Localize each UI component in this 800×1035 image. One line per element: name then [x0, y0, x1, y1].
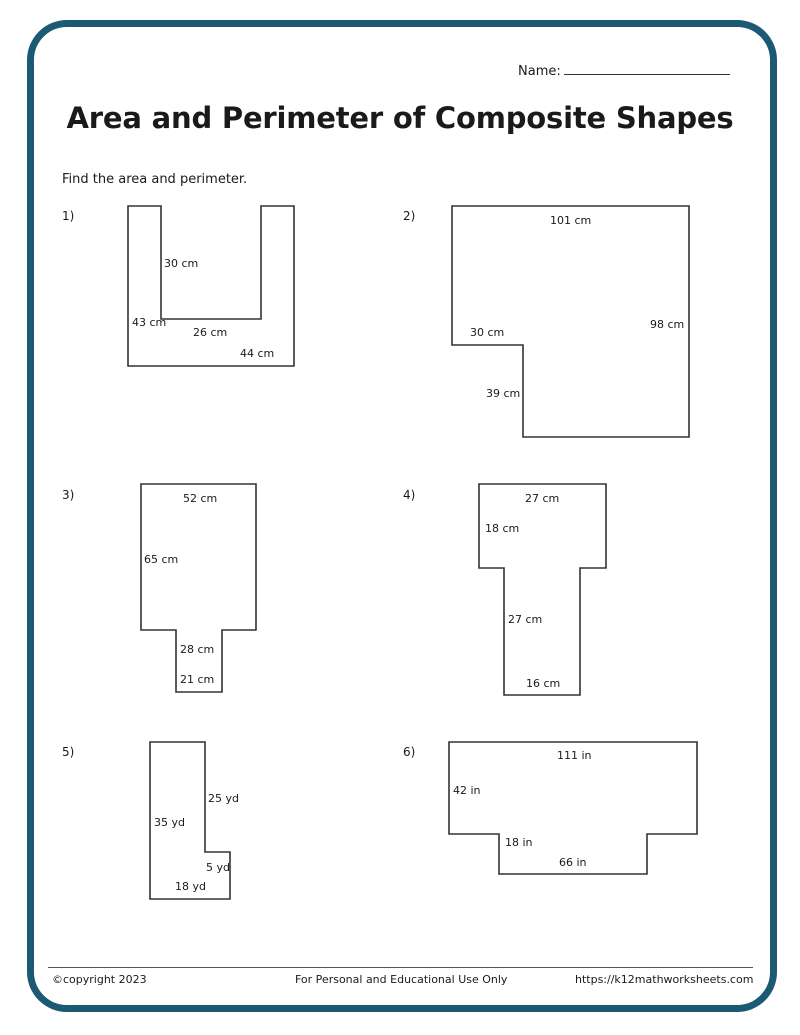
problem-2-label-d: 39 cm: [486, 387, 521, 400]
problem-6-number: 6): [403, 745, 416, 759]
name-field[interactable]: Name:: [518, 62, 730, 79]
problem-5-shape: [149, 741, 231, 900]
problem-3-shape: [140, 483, 257, 693]
footer-copyright: ©copyright 2023: [52, 973, 147, 986]
problem-1-label-b: 43 cm: [132, 316, 167, 329]
problem-5-label-d: 18 yd: [175, 880, 206, 893]
problem-2-shape: [451, 205, 690, 438]
problem-2-label-a: 101 cm: [550, 214, 592, 227]
problem-5-number: 5): [62, 745, 75, 759]
problem-1-label-a: 30 cm: [164, 257, 199, 270]
problem-4-label-b: 18 cm: [485, 522, 520, 535]
problem-6-label-c: 18 in: [505, 836, 533, 849]
problem-1-shape: [127, 205, 295, 367]
problem-4-label-a: 27 cm: [525, 492, 560, 505]
name-blank-line[interactable]: [563, 62, 730, 75]
footer-url-link[interactable]: https://k12mathworksheets.com: [575, 973, 754, 986]
problem-6-label-d: 66 in: [559, 856, 587, 869]
problem-6-label-a: 111 in: [557, 749, 592, 762]
problem-3-label-d: 21 cm: [180, 673, 215, 686]
problem-1-number: 1): [62, 209, 75, 223]
problem-5-label-c: 5 yd: [206, 861, 230, 874]
page-border: [27, 20, 777, 1012]
page-title: Area and Perimeter of Composite Shapes: [66, 101, 734, 135]
name-label: Name:: [518, 64, 561, 79]
problem-3-label-a: 52 cm: [183, 492, 218, 505]
footer-usage-note: For Personal and Educational Use Only: [295, 973, 508, 986]
problem-3-number: 3): [62, 488, 75, 502]
problem-6-label-b: 42 in: [453, 784, 481, 797]
problem-4-shape: [478, 483, 607, 696]
problem-1-label-c: 26 cm: [193, 326, 228, 339]
problem-4-number: 4): [403, 488, 416, 502]
problem-1-label-d: 44 cm: [240, 347, 275, 360]
problem-3-label-c: 28 cm: [180, 643, 215, 656]
footer-divider: [48, 967, 753, 968]
problem-3-label-b: 65 cm: [144, 553, 179, 566]
problem-2-label-b: 98 cm: [650, 318, 685, 331]
problem-2-label-c: 30 cm: [470, 326, 505, 339]
problem-4-label-d: 16 cm: [526, 677, 561, 690]
instructions: Find the area and perimeter.: [62, 172, 248, 187]
problem-6-shape: [448, 741, 698, 875]
problem-2-number: 2): [403, 209, 416, 223]
problem-5-label-b: 35 yd: [154, 816, 185, 829]
problem-4-label-c: 27 cm: [508, 613, 543, 626]
problem-5-label-a: 25 yd: [208, 792, 239, 805]
